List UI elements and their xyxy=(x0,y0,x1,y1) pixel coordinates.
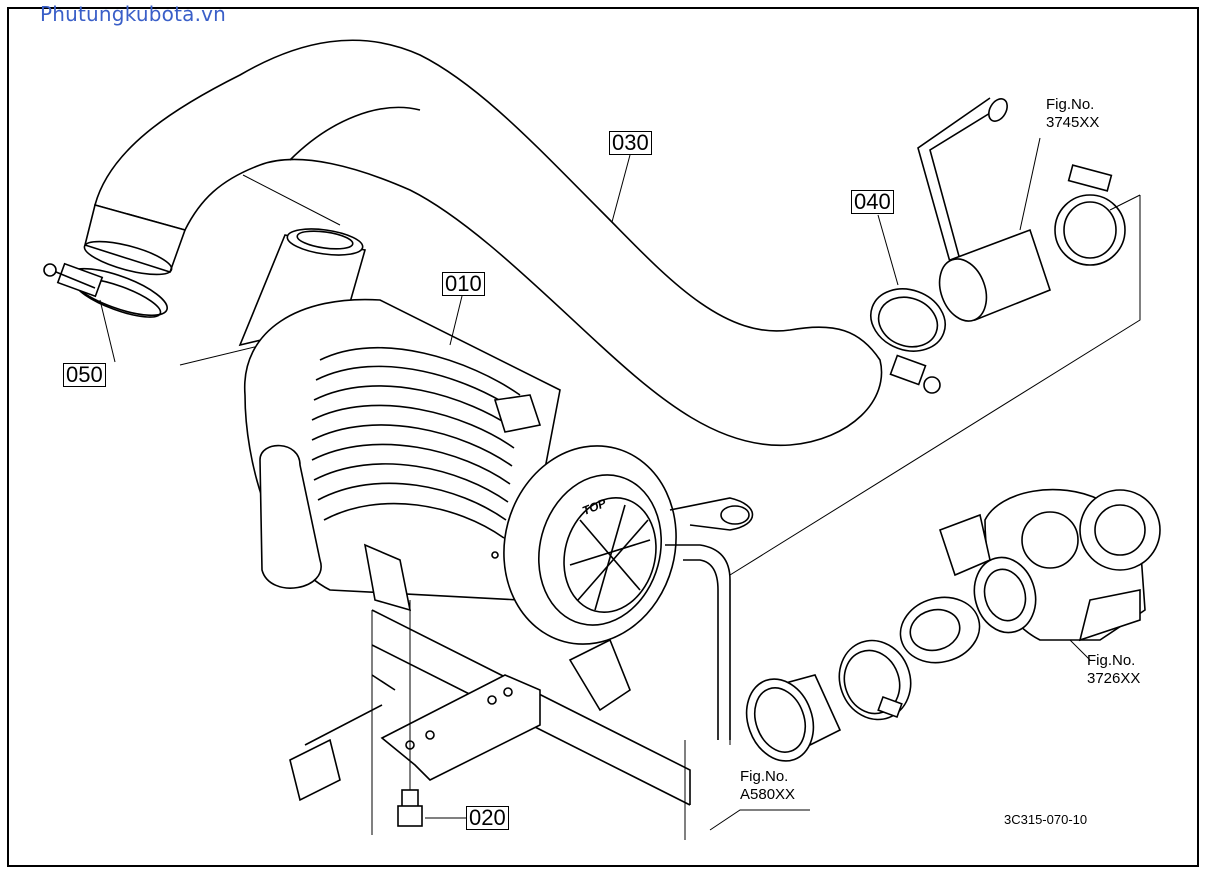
pipe-fig-3745xx xyxy=(917,97,1126,322)
hose-clamp-040[interactable] xyxy=(862,279,954,394)
figref-pipe-code: 3745XX xyxy=(1046,114,1100,131)
figref-intake-label: Fig.No. xyxy=(740,768,789,785)
turbocharger-fig-3726xx xyxy=(899,488,1161,664)
figref-intake-code: A580XX xyxy=(740,786,796,803)
figref-pipe[interactable]: Fig.No. 3745XX xyxy=(1046,96,1099,132)
callout-030[interactable]: 030 xyxy=(609,131,652,155)
hose-clamp-050[interactable] xyxy=(43,259,172,325)
figref-turbo[interactable]: Fig.No. 3726XX xyxy=(1087,652,1140,688)
figref-turbo-code: 3726XX xyxy=(1087,670,1141,687)
intake-hose-030[interactable] xyxy=(81,39,883,447)
air-cleaner-010[interactable] xyxy=(238,225,698,712)
bolt-020[interactable] xyxy=(397,600,423,827)
callout-010[interactable]: 010 xyxy=(442,272,485,296)
figref-pipe-label: Fig.No. xyxy=(1046,96,1095,113)
drawing-number: 3C315-070-10 xyxy=(1004,812,1088,827)
callout-050[interactable]: 050 xyxy=(63,363,106,387)
callout-040[interactable]: 040 xyxy=(851,190,894,214)
mounting-bracket xyxy=(289,497,754,840)
figref-turbo-label: Fig.No. xyxy=(1087,652,1136,669)
watermark-text: Phutungkubota.vn xyxy=(40,2,227,26)
callout-020[interactable]: 020 xyxy=(466,806,509,830)
figref-intake[interactable]: Fig.No. A580XX xyxy=(740,768,795,804)
frame-border xyxy=(7,7,1199,867)
intake-sleeve-fig-a580xx xyxy=(745,639,912,762)
